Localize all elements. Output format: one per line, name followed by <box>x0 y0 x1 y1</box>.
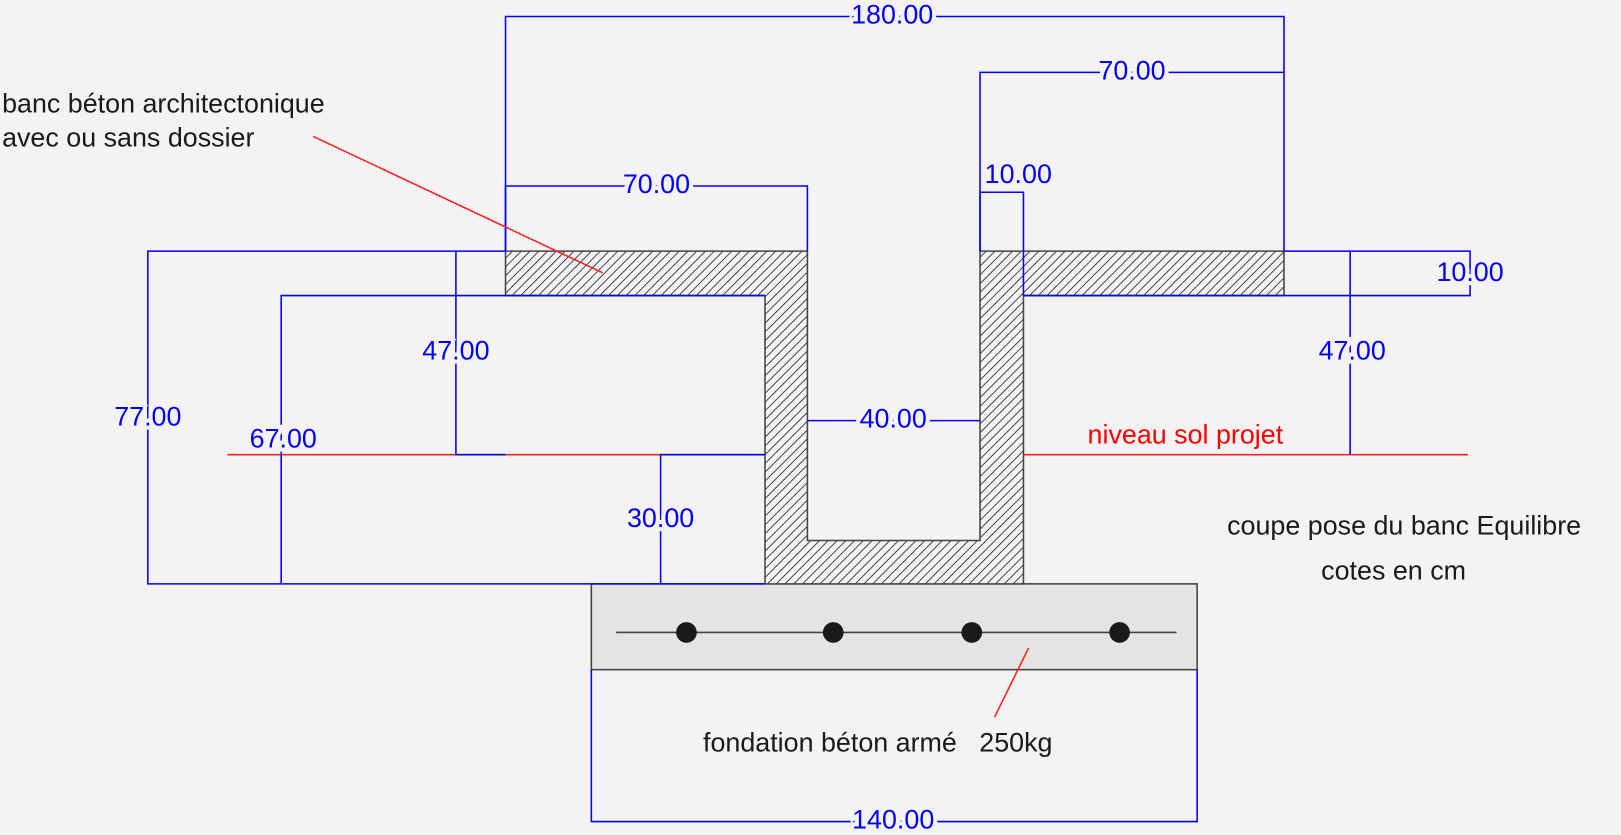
dim-foundation-width: 140.00 <box>852 805 934 835</box>
dim-wall-thickness: 10.00 <box>985 159 1052 189</box>
ground-label: niveau sol projet <box>1088 419 1284 449</box>
dim-under-slab-height: 67.00 <box>250 423 317 453</box>
foundation <box>590 583 1198 671</box>
dim-total-height: 77.00 <box>114 402 181 432</box>
dim-total-width: 180.00 <box>851 0 933 30</box>
dim-left-seat: 70.00 <box>623 169 690 199</box>
dim-embed-depth: 30.00 <box>627 503 694 533</box>
rebar <box>1109 622 1130 643</box>
rebar <box>676 622 697 643</box>
units-note: cotes en cm <box>1321 556 1466 586</box>
dimension-lines <box>147 15 1471 823</box>
dim-channel-width: 40.00 <box>860 404 927 434</box>
foundation-leader <box>993 647 1030 718</box>
foundation-label: fondation béton armé 250kg <box>703 727 1052 757</box>
dim-right-seat-height: 47.00 <box>1319 335 1386 365</box>
dim-slab-thickness: 10.00 <box>1436 257 1503 287</box>
bench-label-line1: banc béton architectonique <box>2 89 325 119</box>
bench-label-line2: avec ou sans dossier <box>2 123 254 153</box>
rebar <box>822 622 844 643</box>
dim-left-seat-height: 47.00 <box>422 335 489 365</box>
bench-leader <box>312 135 604 274</box>
rebar <box>961 622 983 643</box>
drawing-title: coupe pose du banc Equilibre <box>1227 510 1581 540</box>
dim-right-seat: 70.00 <box>1098 55 1165 85</box>
